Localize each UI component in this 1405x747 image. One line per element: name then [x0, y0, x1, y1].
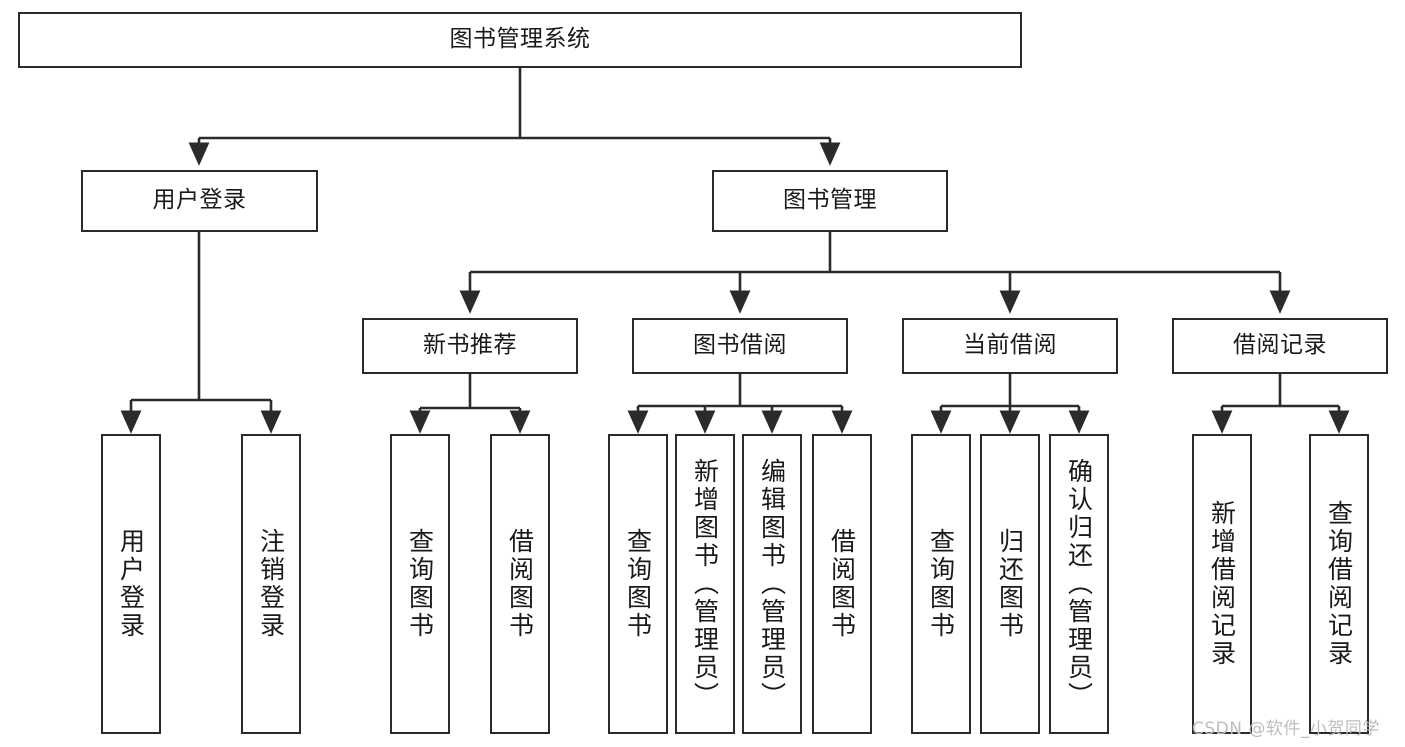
node-leaf-borrow-book-2-label: 借阅图书: [827, 528, 857, 640]
node-leaf-confirm-return-label: 确认归还（管理员）: [1064, 458, 1094, 710]
node-leaf-query-book-2-label: 查询图书: [623, 528, 653, 640]
node-leaf-query-book-3[interactable]: 查询图书: [911, 434, 971, 734]
node-leaf-query-book-3-label: 查询图书: [926, 528, 956, 640]
node-leaf-edit-book[interactable]: 编辑图书（管理员）: [742, 434, 802, 734]
node-book-manage-label: 图书管理: [783, 187, 877, 214]
node-leaf-logout-login[interactable]: 注销登录: [241, 434, 301, 734]
node-leaf-return-book[interactable]: 归还图书: [980, 434, 1040, 734]
node-leaf-query-book-1-label: 查询图书: [405, 528, 435, 640]
node-user-login-label: 用户登录: [152, 187, 247, 214]
node-leaf-query-record[interactable]: 查询借阅记录: [1309, 434, 1369, 734]
node-leaf-user-login[interactable]: 用户登录: [101, 434, 161, 734]
node-leaf-borrow-book-1-label: 借阅图书: [505, 528, 535, 640]
node-borrow-record-label: 借阅记录: [1233, 332, 1327, 359]
node-leaf-add-book-label: 新增图书（管理员）: [690, 458, 720, 710]
node-current-borrow[interactable]: 当前借阅: [902, 318, 1118, 374]
node-leaf-logout-login-label: 注销登录: [256, 528, 286, 640]
node-leaf-return-book-label: 归还图书: [995, 528, 1025, 640]
node-leaf-query-book-1[interactable]: 查询图书: [390, 434, 450, 734]
node-leaf-confirm-return[interactable]: 确认归还（管理员）: [1049, 434, 1109, 734]
node-leaf-borrow-book-2[interactable]: 借阅图书: [812, 434, 872, 734]
node-leaf-borrow-book-1[interactable]: 借阅图书: [490, 434, 550, 734]
node-root-label: 图书管理系统: [449, 26, 591, 53]
node-borrow-record[interactable]: 借阅记录: [1172, 318, 1388, 374]
node-leaf-add-book[interactable]: 新增图书（管理员）: [675, 434, 735, 734]
node-book-borrow-label: 图书借阅: [693, 332, 787, 359]
node-leaf-add-record-label: 新增借阅记录: [1207, 500, 1237, 668]
node-leaf-add-record[interactable]: 新增借阅记录: [1192, 434, 1252, 734]
node-new-book-recommend-label: 新书推荐: [423, 332, 517, 359]
node-book-borrow[interactable]: 图书借阅: [632, 318, 848, 374]
node-book-manage[interactable]: 图书管理: [712, 170, 948, 232]
node-leaf-user-login-label: 用户登录: [116, 528, 146, 640]
node-user-login[interactable]: 用户登录: [81, 170, 318, 232]
node-root[interactable]: 图书管理系统: [18, 12, 1022, 68]
node-leaf-edit-book-label: 编辑图书（管理员）: [757, 458, 787, 710]
csdn-watermark: CSDN @软件_小贺同学: [1192, 719, 1380, 739]
node-leaf-query-book-2[interactable]: 查询图书: [608, 434, 668, 734]
node-leaf-query-record-label: 查询借阅记录: [1324, 500, 1354, 668]
node-new-book-recommend[interactable]: 新书推荐: [362, 318, 578, 374]
node-current-borrow-label: 当前借阅: [963, 332, 1057, 359]
